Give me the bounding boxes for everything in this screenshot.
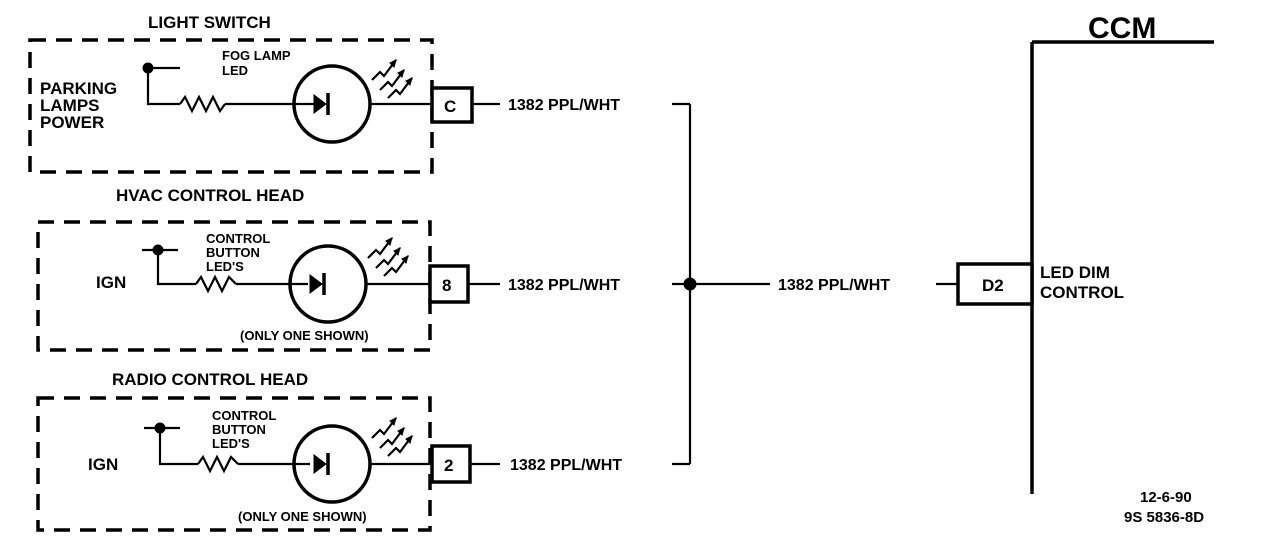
wire-label: 1382 PPL/WHT [508, 277, 620, 294]
module-title: HVAC CONTROL HEAD [116, 186, 304, 205]
feed-wire [156, 250, 196, 286]
module-title: LIGHT SWITCH [148, 13, 271, 32]
source-label: PARKING LAMPS POWER [40, 79, 122, 132]
ccm-title: CCM [1088, 12, 1156, 45]
light-emission-icon [371, 417, 413, 457]
note-text: (ONLY ONE SHOWN) [240, 328, 369, 343]
source-label: IGN [96, 273, 126, 292]
pin-label: 2 [444, 456, 453, 475]
drawing-code: 12-6-90 9S 5836-8D [1124, 489, 1204, 526]
resistor-symbol [197, 454, 239, 474]
resistor-symbol [179, 94, 226, 114]
led-label: CONTROL BUTTON LED'S [206, 231, 274, 274]
pin-label: C [444, 97, 456, 116]
drawing-number: 9S 5836-8D [1124, 509, 1204, 526]
trunk-wire-label: 1382 PPL/WHT [778, 277, 890, 294]
feed-wire [146, 68, 180, 106]
ccm-pin-label: D2 [982, 276, 1004, 295]
wire-label: 1382 PPL/WHT [510, 457, 622, 474]
resistor-symbol [195, 274, 237, 294]
led-label: FOG LAMP LED [222, 48, 294, 78]
pin-label: 8 [442, 276, 451, 295]
led-label: CONTROL BUTTON LED'S [212, 408, 280, 451]
drawing-date: 12-6-90 [1140, 489, 1192, 506]
ccm-connector-pin [956, 262, 1034, 306]
module-light-switch: LIGHT SWITCH PARKING LAMPS POWER FOG LAM… [28, 13, 620, 174]
connector-pin [430, 444, 472, 484]
wire-label: 1382 PPL/WHT [508, 97, 620, 114]
module-title: RADIO CONTROL HEAD [112, 370, 308, 389]
ccm-module: CCM D2 LED DIM CONTROL [956, 12, 1214, 494]
light-emission-icon [371, 59, 413, 99]
source-label: IGN [88, 455, 118, 474]
module-hvac-control-head: HVAC CONTROL HEAD IGN CONTROL BUTTON LED… [36, 186, 620, 352]
module-radio-control-head: RADIO CONTROL HEAD IGN CONTROL BUTTON LE… [36, 370, 622, 532]
feed-wire [158, 428, 198, 466]
note-text: (ONLY ONE SHOWN) [238, 509, 367, 524]
light-emission-icon [367, 237, 409, 277]
splice-bus: 1382 PPL/WHT [672, 102, 958, 466]
ccm-function-label: LED DIM CONTROL [1040, 263, 1124, 302]
